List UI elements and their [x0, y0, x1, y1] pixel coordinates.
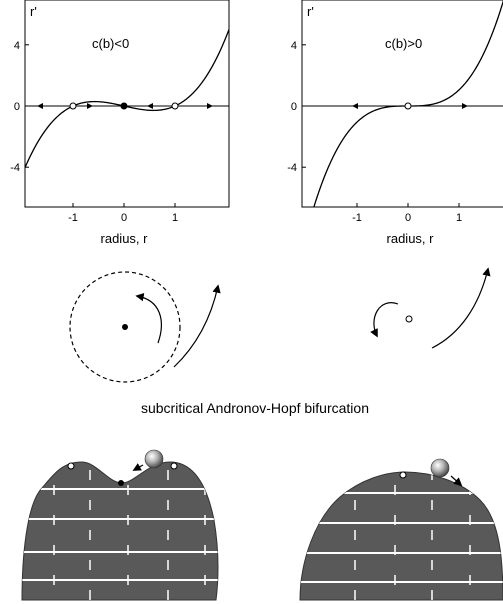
flow-arrow: [352, 103, 358, 109]
plot-left: 4 0 -4 -1 0 1 r' c(b)<0 radius, r: [10, 0, 241, 246]
plot-right-frame: [302, 0, 503, 207]
y-tick-label: 4: [14, 40, 20, 52]
flow-arrow: [37, 103, 43, 109]
x-tick-label: 0: [121, 212, 127, 224]
stable-equilibrium-point: [121, 103, 127, 109]
energy-landscape-right: [290, 459, 503, 604]
hill-left-ball: [145, 450, 163, 468]
plot-left-ylabel: r': [30, 4, 37, 19]
y-tick-label: 0: [291, 101, 297, 113]
plot-right: 4 0 -4 -1 0 1 r' c(b)>0 radius, r: [287, 0, 503, 277]
x-tick-label: -1: [352, 212, 362, 224]
flow-arrow: [207, 103, 213, 109]
x-tick-label: 0: [405, 212, 411, 224]
unstable-equilibrium-point: [405, 103, 411, 109]
unstable-equilibrium-point: [172, 103, 178, 109]
y-tick-label: 4: [291, 40, 297, 52]
plot-right-annotation: c(b)>0: [385, 36, 422, 51]
phase-portrait-left: [70, 272, 218, 382]
unstable-equilibrium-point: [70, 103, 76, 109]
plot-right-xlabel: radius, r: [387, 231, 435, 246]
plot-right-ylabel: r': [307, 4, 314, 19]
unstable-focus-point: [406, 316, 412, 322]
figure-caption: subcritical Andronov-Hopf bifurcation: [141, 400, 369, 416]
plot-left-annotation: c(b)<0: [92, 36, 129, 51]
flow-arrow: [87, 103, 93, 109]
phase-portrait-right: [374, 269, 488, 348]
escape-trajectory-arrow: [432, 269, 488, 348]
hill-left-unstable-point-2: [171, 463, 177, 469]
energy-landscape-left: [0, 450, 240, 604]
y-tick-label: -4: [287, 162, 297, 174]
hill-left-ball-arrow: [134, 465, 143, 470]
y-tick-label: -4: [10, 162, 20, 174]
x-tick-label: 1: [172, 212, 178, 224]
outer-trajectory-arrow: [174, 286, 218, 367]
flow-arrow: [147, 103, 153, 109]
x-tick-label: -1: [68, 212, 78, 224]
inner-trajectory-arrow: [137, 296, 161, 343]
plot-left-xlabel: radius, r: [101, 231, 149, 246]
y-tick-label: 0: [14, 101, 20, 113]
spiral-trajectory-arrow: [374, 303, 398, 336]
plot-left-curve: [12, 0, 242, 203]
hill-left-stable-point: [118, 480, 124, 486]
hill-right-shape: [300, 472, 503, 600]
plot-left-frame: [25, 0, 229, 207]
flow-arrow: [462, 103, 468, 109]
x-tick-label: 1: [456, 212, 462, 224]
hill-left-unstable-point-1: [68, 463, 74, 469]
hill-right-unstable-point: [400, 472, 406, 478]
stable-focus-point: [122, 324, 128, 330]
hill-right-ball: [431, 459, 449, 477]
